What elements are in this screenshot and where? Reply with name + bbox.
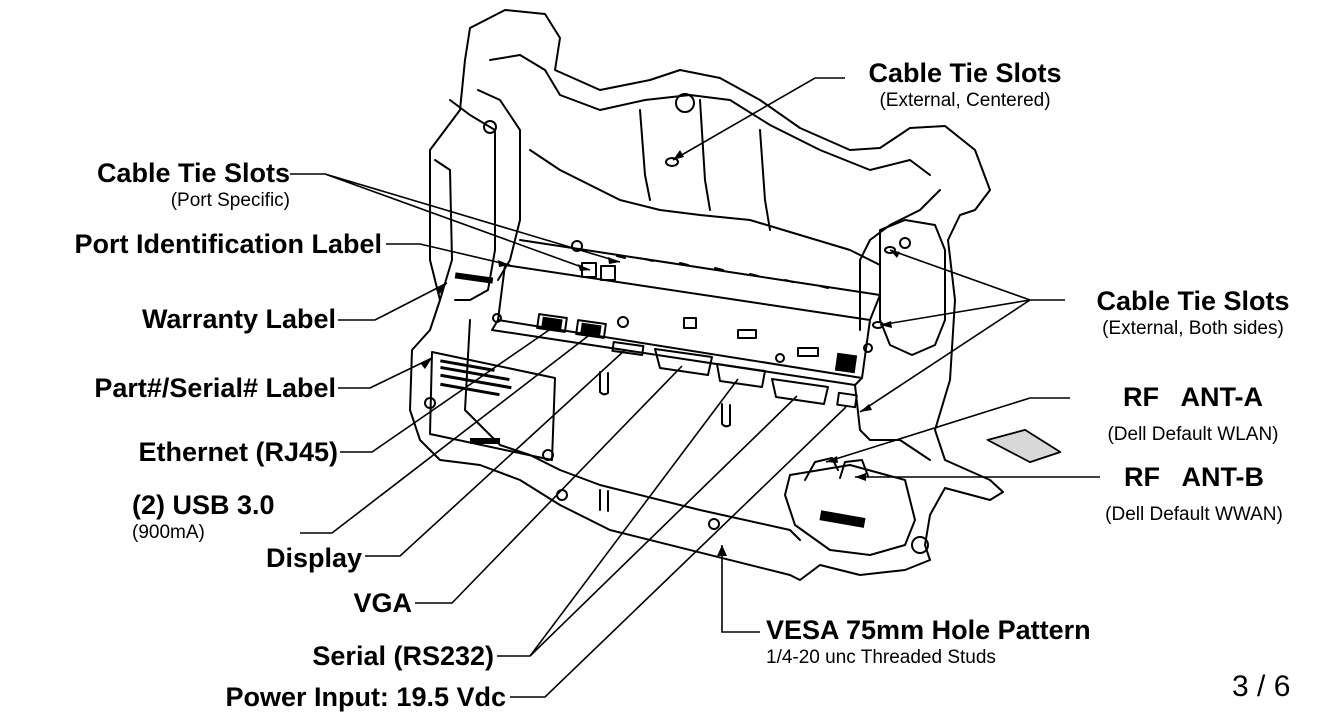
top-cradle [409,9,1004,581]
callout-title: Cable Tie Slots [1096,286,1290,316]
callout-title: Cable Tie Slots [96,158,290,188]
callout-subtitle: (Port Specific) [170,190,290,211]
leader-vga [415,365,683,604]
leader-cable-tie-both [859,249,1065,413]
callout-title: RF ANT-B [1124,462,1264,492]
leader-display [365,349,626,557]
callout-rf-ant-a: RF ANT-A (Dell Default WLAN) [1068,382,1318,445]
antenna-module [784,464,916,556]
callout-port-id-label: Port Identification Label [0,231,382,258]
callout-rf-ant-b: RF ANT-B (Dell Default WWAN) [1064,462,1324,525]
callout-warranty-label: Warranty Label [60,306,336,333]
callout-cable-tie-centered: Cable Tie Slots (External, Centered) [840,58,1090,111]
callout-subtitle: (Dell Default WLAN) [1107,424,1279,445]
callout-title: Port Identification Label [74,229,382,259]
callout-subtitle: (External, Both sides) [1102,318,1284,339]
callout-display: Display [200,545,362,572]
callout-title: Warranty Label [141,304,336,334]
part-serial-plate [429,351,556,461]
callout-subtitle: (Dell Default WWAN) [1105,504,1283,525]
callout-title: Part#/Serial# Label [94,373,336,403]
callout-vga: VGA [300,590,412,617]
callout-subtitle: (External, Centered) [879,90,1051,111]
leader-rf-ant-a [825,397,1070,463]
callout-title: VESA 75mm Hole Pattern [766,615,1091,645]
callout-title: VGA [353,588,412,618]
leader-part-serial [338,357,433,389]
leader-serial [497,378,798,657]
leader-cable-tie-port [290,173,621,271]
callout-title: RF ANT-A [1123,382,1263,412]
leader-vesa [721,545,760,633]
callout-usb: (2) USB 3.0 (900mA) [132,490,312,543]
callout-title: (2) USB 3.0 [132,490,275,520]
leader-ethernet [340,327,553,453]
serial-connector [771,378,829,405]
callout-title: Serial (RS232) [312,641,494,671]
callout-part-serial-label: Part#/Serial# Label [20,375,336,402]
callout-cable-tie-both: Cable Tie Slots (External, Both sides) [1062,286,1324,339]
callout-serial: Serial (RS232) [220,643,494,670]
callout-title: Ethernet (RJ45) [138,437,338,467]
callout-title: Power Input: 19.5 Vdc [225,682,506,712]
leader-warranty [338,282,448,321]
callout-subtitle: (900mA) [132,522,205,543]
callout-power: Power Input: 19.5 Vdc [130,684,506,711]
callout-subtitle: 1/4-20 unc Threaded Studs [766,647,996,668]
dvi-connector [654,348,713,376]
vga-connector [716,363,766,388]
leader-power [510,406,847,698]
leader-usb [300,332,593,534]
callout-vesa: VESA 75mm Hole Pattern 1/4-20 unc Thread… [766,615,1186,668]
callout-ethernet: Ethernet (RJ45) [60,439,338,466]
page-number: 3 / 6 [1232,670,1291,703]
leader-cable-tie-centered [672,77,845,161]
callout-title: Display [265,543,362,573]
callout-title: Cable Tie Slots [868,58,1062,88]
leader-port-id [386,243,511,266]
callout-cable-tie-port: Cable Tie Slots (Port Specific) [20,158,290,211]
